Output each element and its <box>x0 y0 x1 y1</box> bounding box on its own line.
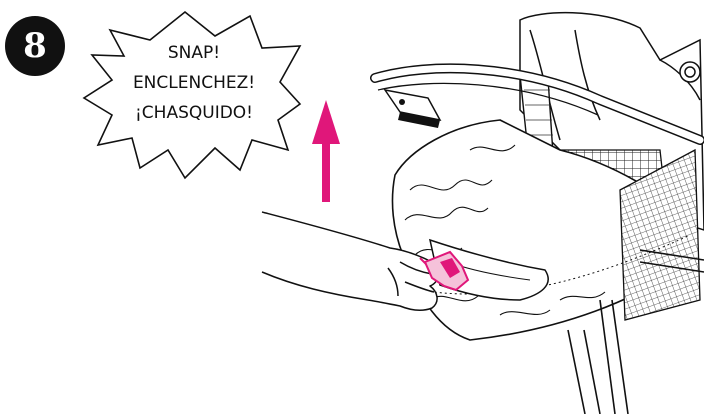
callout-line-2: ENCLENCHEZ! <box>98 68 290 98</box>
up-arrow-icon <box>312 100 340 202</box>
callout-text: SNAP! ENCLENCHEZ! ¡CHASQUIDO! <box>98 38 290 128</box>
callout-line-3: ¡CHASQUIDO! <box>98 98 290 128</box>
step-number: 8 <box>23 26 47 66</box>
callout-line-1: SNAP! <box>98 38 290 68</box>
step-number-badge: 8 <box>5 16 65 76</box>
bar-hinge <box>385 90 440 128</box>
